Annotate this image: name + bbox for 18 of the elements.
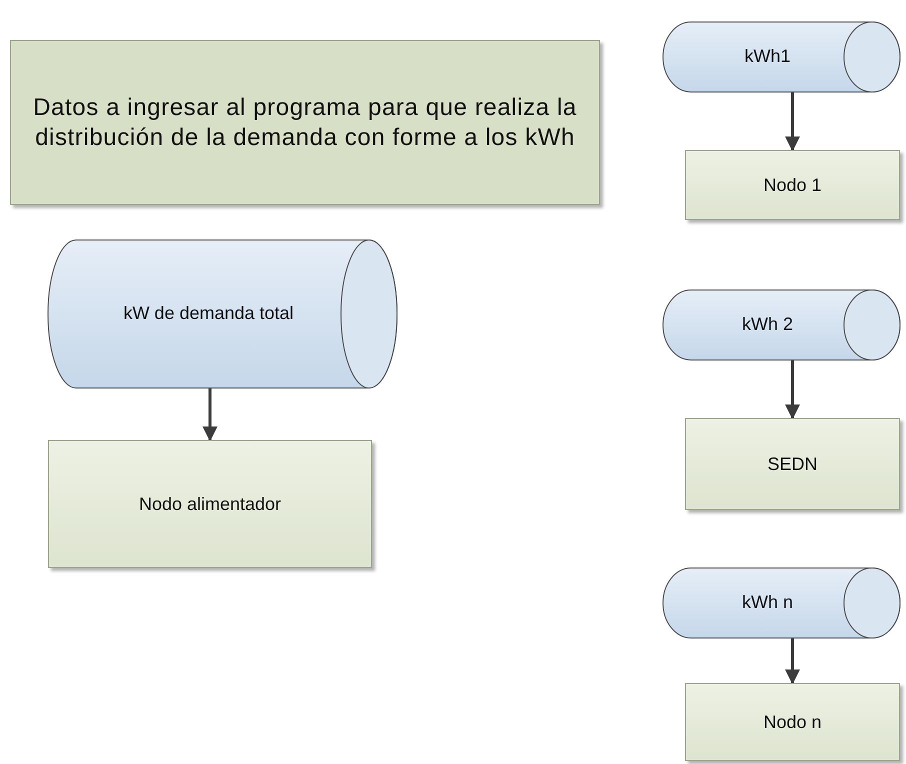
node-label: Nodo n [763,710,822,734]
node-label: kWh n [742,591,793,614]
arrow [785,92,800,152]
node-label: kWh1 [744,45,790,68]
process-box [685,683,900,761]
process-box [685,418,900,510]
node-label: SEDN [767,452,818,476]
arrow [202,388,218,442]
arrow [785,360,800,420]
node-label: Nodo alimentador [138,492,282,516]
process-box [685,150,900,220]
process-box [48,440,372,568]
arrow [785,638,800,684]
node-label: kWh 2 [742,313,793,336]
node-label: kW de demanda total [123,302,294,326]
note-box [10,40,600,205]
node-label: Nodo 1 [763,174,822,196]
note-text: Datos a ingresar al programa para que realiza la distribución de la demanda con forme a los kWh [32,92,578,152]
